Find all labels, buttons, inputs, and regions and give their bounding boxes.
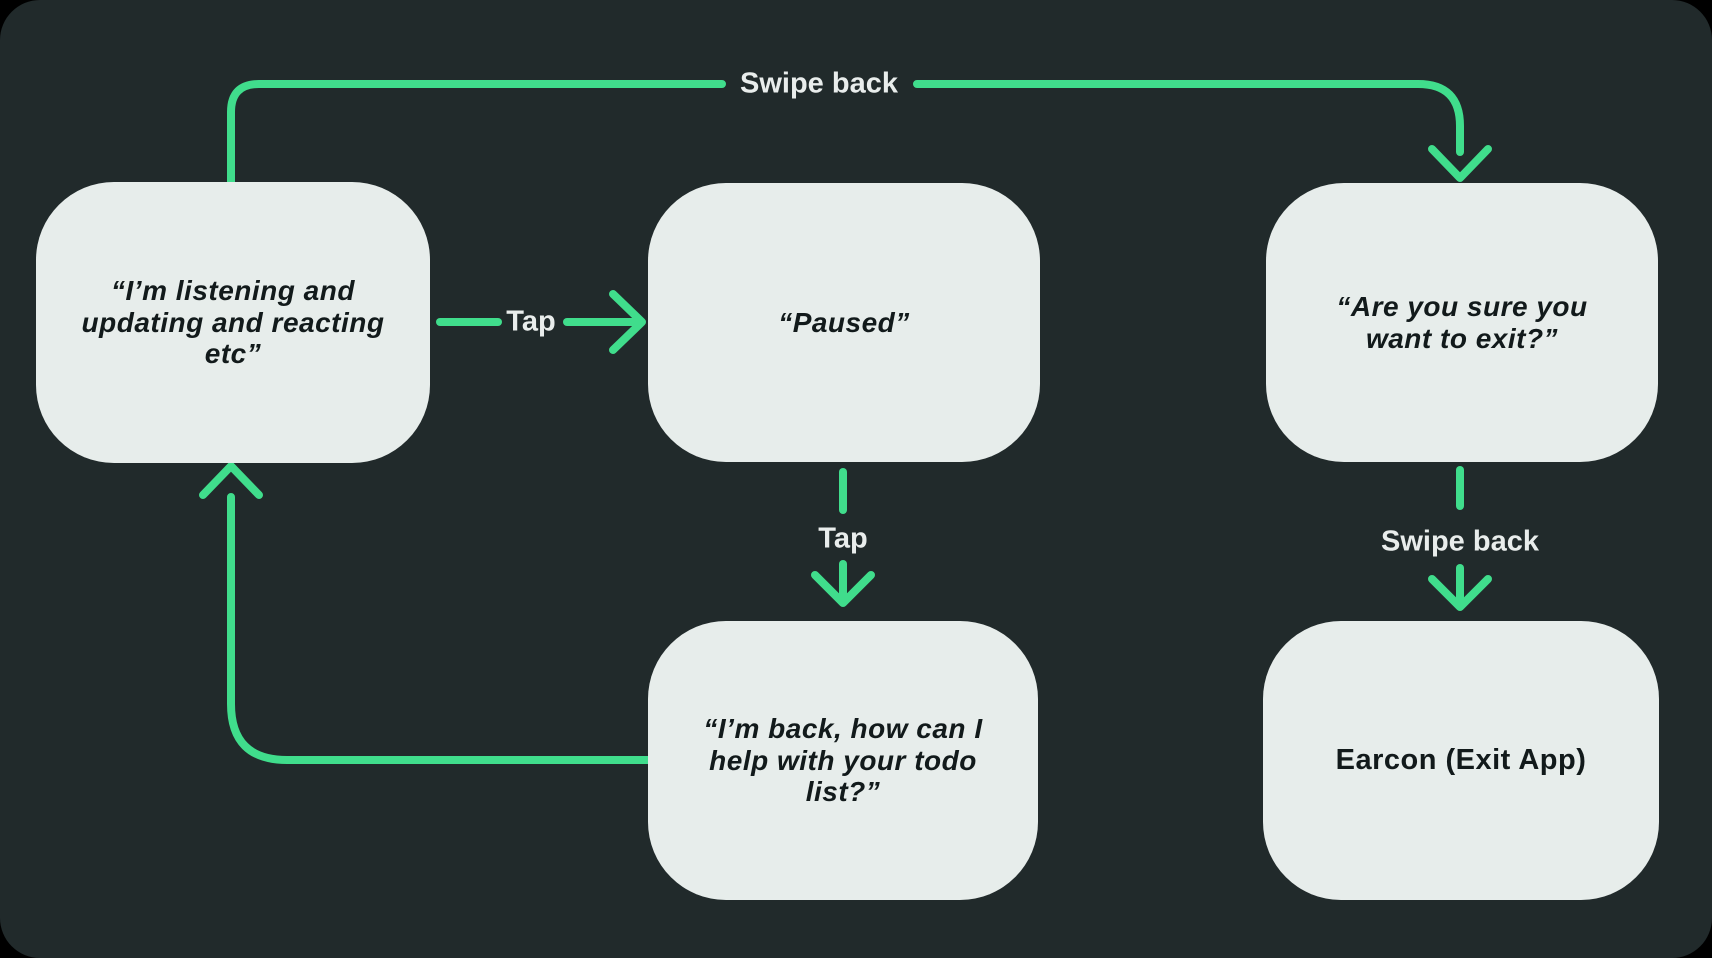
node-back-todo-text: “I’m back, how can I help with your todo… <box>703 713 983 808</box>
edge-label-tap-pause: Tap <box>506 305 556 338</box>
arrow-loop-back-head <box>199 462 263 499</box>
node-earcon-exit-text: Earcon (Exit App) <box>1335 744 1587 777</box>
arrow-tap-down-head <box>811 571 875 607</box>
node-paused: “Paused” <box>648 183 1040 462</box>
node-paused-text: “Paused” <box>778 306 910 338</box>
arrow-swipe-back-down-head <box>1428 575 1492 611</box>
node-back-todo: “I’m back, how can I help with your todo… <box>648 621 1038 900</box>
node-listening-text: “I’m listening and updating and reacting… <box>81 275 385 370</box>
arrow-swipe-back-top-left-segment <box>227 80 726 186</box>
arrow-tap-right-head <box>609 290 646 354</box>
arrow-swipe-back-top-right-segment <box>913 80 1464 156</box>
node-listening: “I’m listening and updating and reacting… <box>36 182 430 463</box>
edge-label-swipe-back-top: Swipe back <box>740 67 898 100</box>
edge-label-swipe-back-exit: Swipe back <box>1381 525 1539 558</box>
node-confirm-exit: “Are you sure you want to exit?” <box>1266 183 1658 462</box>
node-confirm-exit-text: “Are you sure you want to exit?” <box>1336 290 1588 354</box>
arrow-loop-back-shaft <box>227 493 652 764</box>
arrow-swipe-back-top-head <box>1428 145 1492 182</box>
node-earcon-exit: Earcon (Exit App) <box>1263 621 1659 900</box>
edge-label-tap-resume: Tap <box>818 522 868 555</box>
